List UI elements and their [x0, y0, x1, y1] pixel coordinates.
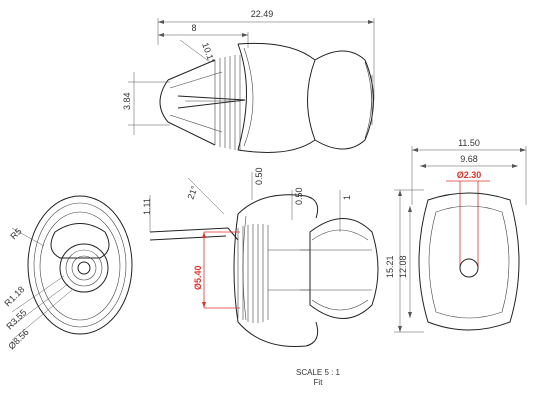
dim-stem-length: 8 — [191, 23, 196, 33]
dim-front-width-outer: 11.50 — [458, 138, 480, 148]
dim-side-thickness-a: 0.50 — [254, 167, 264, 185]
dim-front-width-inner: 9.68 — [460, 154, 478, 164]
dim-side-thickness-b: 0.50 — [294, 187, 304, 205]
dim-front-hole: Ø2.30 — [457, 170, 482, 180]
dim-top-height: 3.84 — [122, 92, 132, 110]
dim-side-bore: Ø5.40 — [193, 265, 203, 290]
left-view: R1.18 R3.55 Ø8.56 R5 — [2, 195, 133, 351]
dim-side-angle: 21° — [185, 184, 199, 201]
side-view: 1.11 21° 0.50 0.50 1 — [142, 167, 379, 347]
front-view: 11.50 9.68 Ø2.30 15.21 12.08 — [385, 138, 527, 333]
dim-left-corner: R5 — [8, 226, 23, 241]
dim-overall-length: 22.49 — [251, 9, 274, 19]
scale-caption: SCALE 5 : 1 — [295, 368, 341, 377]
top-view: 22.49 8 10.1° 3.84 — [122, 9, 375, 153]
dim-left-r2: R3.55 — [4, 307, 28, 331]
dim-side-small: 1 — [342, 195, 352, 200]
part-name-caption: Fit — [313, 378, 323, 387]
dim-front-height-inner: 12.08 — [398, 255, 408, 278]
dim-side-offset: 1.11 — [142, 198, 152, 215]
dim-front-height-outer: 15.21 — [385, 255, 395, 278]
dim-top-angle: 10.1° — [200, 41, 217, 65]
